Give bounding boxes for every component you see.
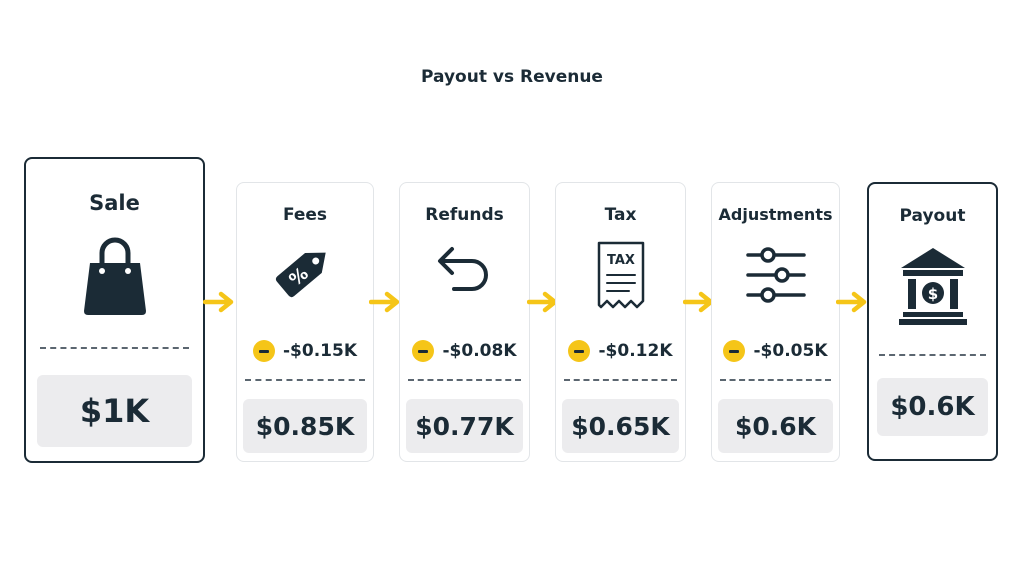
divider (564, 379, 677, 381)
card-title-refunds: Refunds (425, 205, 504, 225)
delta-row-fees: -$0.15K (237, 340, 373, 362)
sliders-icon (744, 243, 808, 307)
delta-row-refunds: -$0.08K (400, 340, 529, 362)
page-title: Payout vs Revenue (421, 67, 603, 87)
card-title-adjustments: Adjustments (718, 205, 833, 224)
value-box-sale: $1K (37, 375, 192, 447)
percent-tag-icon: % (272, 239, 338, 301)
delta-tax: -$0.12K (598, 341, 673, 361)
divider (245, 379, 365, 381)
card-title-payout: Payout (899, 206, 966, 226)
card-payout: Payout $ $0.6K (867, 182, 998, 461)
delta-fees: -$0.15K (282, 341, 357, 361)
arrow-right-icon (369, 291, 400, 313)
divider (408, 379, 521, 381)
minus-icon (252, 340, 275, 362)
arrow-right-icon (836, 291, 867, 313)
card-sale: Sale $1K (24, 157, 205, 463)
divider (879, 354, 986, 356)
svg-text:$: $ (927, 285, 937, 303)
card-title-sale: Sale (89, 191, 140, 215)
value-box-payout: $0.6K (877, 378, 988, 436)
delta-row-tax: -$0.12K (556, 340, 685, 362)
divider (720, 379, 831, 381)
arrow-right-icon (203, 291, 234, 313)
minus-icon (412, 340, 435, 362)
delta-refunds: -$0.08K (442, 341, 517, 361)
card-title-tax: Tax (604, 205, 637, 225)
card-fees: Fees % -$0.15K $0.85K (236, 182, 374, 462)
card-adjustments: Adjustments -$0.05K $0.6K (711, 182, 840, 462)
card-title-fees: Fees (282, 205, 328, 225)
bank-icon: $ (898, 246, 967, 326)
shopping-bag-icon (80, 233, 150, 317)
card-refunds: Refunds -$0.08K $0.77K (399, 182, 530, 462)
tax-receipt-text: TAX (607, 253, 635, 268)
value-box-refunds: $0.77K (406, 399, 523, 453)
minus-icon (723, 340, 746, 362)
delta-adjustments: -$0.05K (753, 341, 828, 361)
tax-receipt-icon: TAX (595, 239, 647, 311)
value-box-tax: $0.65K (562, 399, 679, 453)
value-box-fees: $0.85K (243, 399, 367, 453)
delta-row-adjustments: -$0.05K (712, 340, 839, 362)
divider (40, 347, 189, 349)
undo-arrow-icon (434, 241, 496, 299)
minus-icon (568, 340, 591, 362)
card-tax: Tax TAX -$0.12K $0.65K (555, 182, 686, 462)
value-box-adjustments: $0.6K (718, 399, 833, 453)
